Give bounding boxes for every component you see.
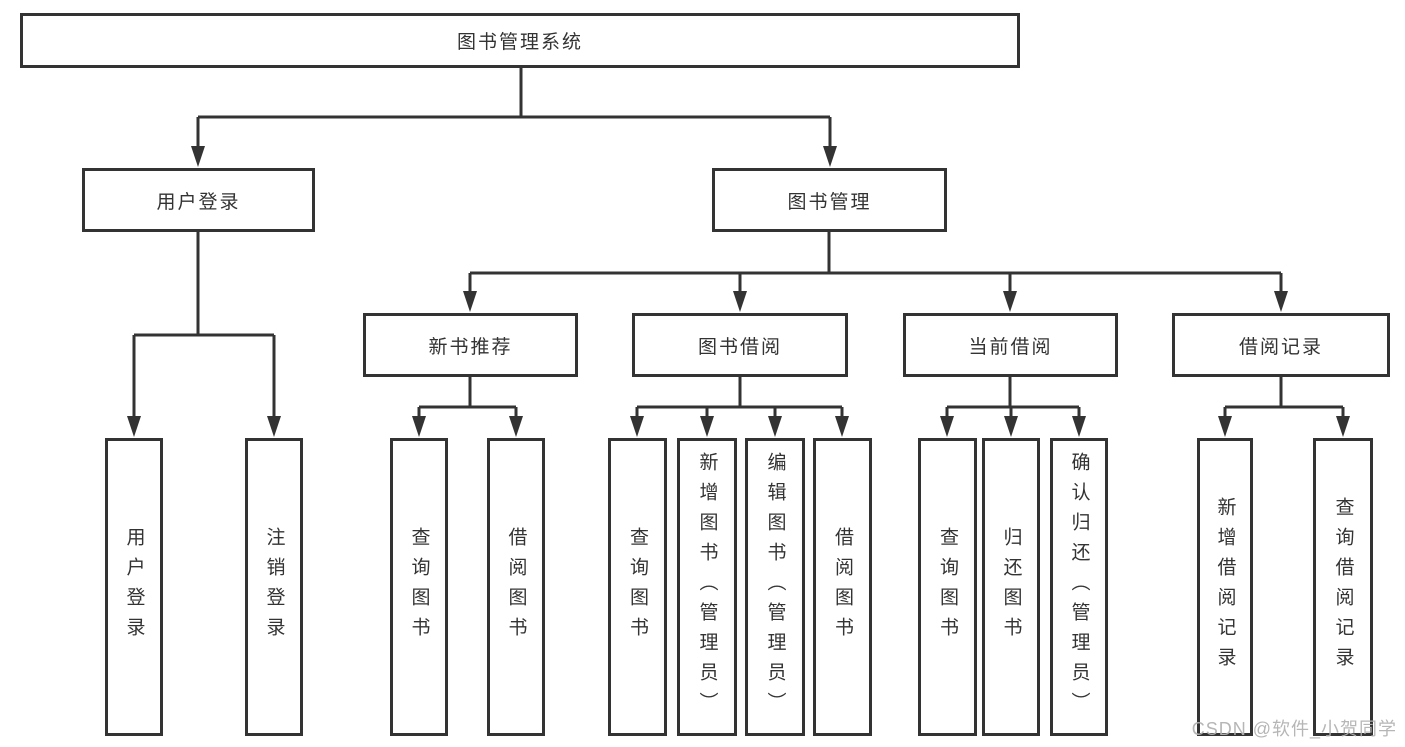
arrowhead-icons (127, 146, 1350, 437)
leaf-label: 查询图书 (408, 527, 430, 647)
leaf-label: 查询借阅记录 (1332, 497, 1354, 677)
csdn-watermark: CSDN @软件_小贺同学 (1191, 719, 1397, 739)
node-book-management: 图书管理 (712, 168, 947, 232)
leaf-label: 借阅图书 (832, 527, 853, 647)
leaf-logout: 注销登录 (245, 438, 303, 736)
leaf-label: 注销登录 (263, 527, 285, 647)
node-borrow-records: 借阅记录 (1172, 313, 1390, 377)
node-label: 图书借阅 (697, 336, 782, 358)
leaf-borrow-books-recommend: 借阅图书 (487, 438, 545, 736)
leaf-query-books-recommend: 查询图书 (390, 438, 448, 736)
leaf-confirm-return-admin: 确认归还（管理员） (1050, 438, 1108, 736)
node-current-borrow: 当前借阅 (903, 313, 1118, 377)
leaf-label: 借阅图书 (505, 527, 527, 647)
node-label: 当前借阅 (968, 336, 1053, 358)
leaf-label: 查询图书 (627, 527, 648, 647)
leaf-borrow-books: 借阅图书 (813, 438, 872, 736)
leaf-query-books-borrow: 查询图书 (608, 438, 667, 736)
leaf-label: 归还图书 (1000, 527, 1022, 647)
node-user-login: 用户登录 (82, 168, 315, 232)
leaf-return-books: 归还图书 (982, 438, 1040, 736)
leaf-query-borrow-record: 查询借阅记录 (1313, 438, 1373, 736)
leaf-edit-books-admin: 编辑图书（管理员） (745, 438, 805, 736)
node-label: 图书管理系统 (456, 32, 583, 53)
leaf-label: 确认归还（管理员） (1068, 452, 1090, 722)
leaf-label: 查询图书 (937, 527, 958, 647)
node-book-borrow: 图书借阅 (632, 313, 848, 377)
leaf-user-login: 用户登录 (105, 438, 163, 736)
leaf-label: 用户登录 (123, 527, 145, 647)
leaf-add-borrow-record: 新增借阅记录 (1197, 438, 1253, 736)
node-label: 图书管理 (787, 191, 872, 213)
node-label: 借阅记录 (1238, 336, 1323, 358)
node-library-management-system: 图书管理系统 (20, 13, 1020, 68)
node-new-book-recommend: 新书推荐 (363, 313, 578, 377)
leaf-label: 新增图书（管理员） (696, 452, 718, 722)
node-label: 用户登录 (156, 191, 241, 213)
leaf-label: 编辑图书（管理员） (764, 452, 786, 722)
leaf-query-books-current: 查询图书 (918, 438, 977, 736)
leaf-add-books-admin: 新增图书（管理员） (677, 438, 737, 736)
node-label: 新书推荐 (428, 336, 513, 358)
leaf-label: 新增借阅记录 (1214, 497, 1236, 677)
